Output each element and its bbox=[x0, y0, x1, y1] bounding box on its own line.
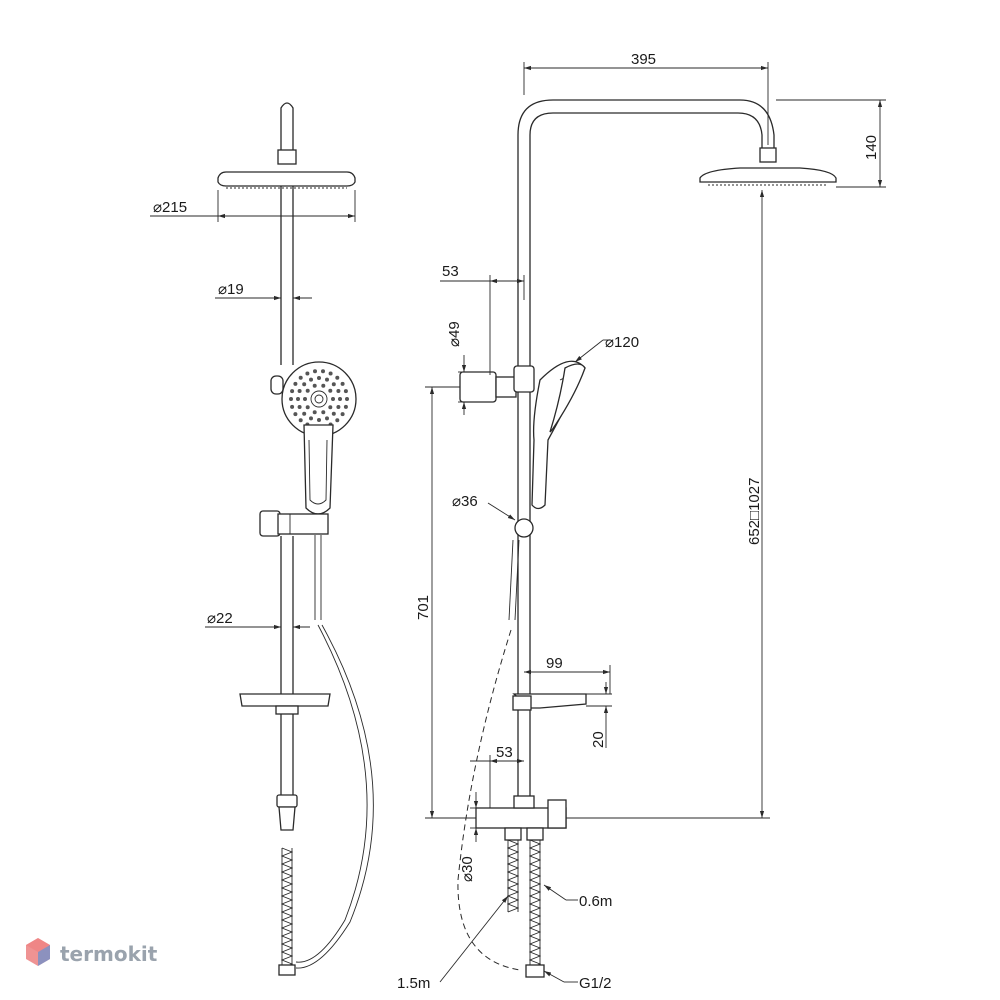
nozzle-hole bbox=[335, 418, 340, 423]
nozzle-hole bbox=[290, 404, 295, 409]
dim-mount-offset-lower: 53 bbox=[496, 744, 513, 761]
nozzle-hole bbox=[331, 382, 336, 387]
nozzle-hole bbox=[331, 397, 335, 401]
dim-mount-diameter: ⌀49 bbox=[446, 321, 463, 347]
nozzle-hole bbox=[290, 389, 295, 394]
dim-shelf-height: 20 bbox=[590, 731, 607, 748]
nozzle-hole bbox=[328, 405, 333, 410]
nozzle-hole bbox=[317, 376, 321, 380]
dim-head-diameter: ⌀215 bbox=[153, 199, 187, 216]
nozzle-hole bbox=[289, 397, 293, 401]
brand-name: termokit bbox=[60, 942, 158, 966]
hand-shower-side bbox=[531, 360, 586, 510]
label-hose-short: 0.6m bbox=[579, 893, 612, 910]
nozzle-hole bbox=[296, 397, 300, 401]
nozzle-hole bbox=[321, 369, 325, 374]
nozzle-hole bbox=[297, 405, 302, 409]
nozzle-hole bbox=[312, 410, 317, 415]
nozzle-hole bbox=[345, 397, 349, 401]
dim-head-height: 140 bbox=[863, 135, 880, 160]
hand-shower-front bbox=[281, 361, 357, 515]
dim-lower-height: 701 bbox=[415, 595, 432, 620]
nozzle-hole bbox=[321, 383, 326, 388]
brand-logo: termokit bbox=[26, 938, 158, 966]
dim-arm-reach: 395 bbox=[631, 51, 656, 68]
nozzle-hole bbox=[343, 389, 348, 394]
nozzle-hole bbox=[298, 375, 303, 380]
nozzle-hole bbox=[312, 383, 317, 388]
nozzle-hole bbox=[340, 381, 345, 386]
nozzle-hole bbox=[317, 418, 321, 422]
dim-height-range: 652□1027 bbox=[746, 478, 763, 545]
label-hose-long: 1.5m bbox=[397, 975, 430, 992]
nozzle-hole bbox=[313, 369, 317, 374]
nozzle-hole bbox=[297, 389, 302, 393]
side-view: 395 140 53 ⌀49 ⌀120 ⌀36 652□1027 70 bbox=[397, 51, 886, 992]
dim-shelf-width: 99 bbox=[546, 655, 563, 672]
rain-shower-head-side bbox=[699, 167, 837, 183]
soap-shelf bbox=[239, 693, 331, 707]
nozzle-hole bbox=[343, 404, 348, 409]
nozzle-hole bbox=[325, 416, 329, 421]
wall-mount-upper bbox=[459, 365, 535, 403]
hand-hose-side bbox=[457, 629, 521, 971]
supply-hoses-side bbox=[506, 839, 545, 978]
nozzle-hole bbox=[336, 405, 341, 409]
label-thread: G1/2 bbox=[579, 975, 612, 992]
nozzle-hole bbox=[305, 371, 310, 376]
slider-holder bbox=[259, 510, 329, 537]
holder-ball bbox=[514, 518, 534, 538]
dim-mount-offset-upper: 53 bbox=[442, 263, 459, 280]
nozzle-hole bbox=[336, 389, 341, 393]
dim-pipe-upper: ⌀19 bbox=[218, 281, 244, 298]
nozzle-hole bbox=[328, 388, 333, 393]
nozzle-hole bbox=[302, 382, 307, 387]
nozzle-hole bbox=[309, 377, 313, 382]
nozzle-hole bbox=[321, 410, 326, 415]
nozzle-hole bbox=[331, 411, 336, 416]
dim-holder-diameter: ⌀36 bbox=[452, 493, 478, 510]
hand-hose-front bbox=[295, 535, 374, 969]
dim-mixer-diameter: ⌀30 bbox=[459, 856, 476, 882]
soap-shelf-side bbox=[512, 693, 587, 711]
dim-hand-shower-diameter: ⌀120 bbox=[605, 334, 639, 351]
front-view: ⌀215 ⌀19 ⌀22 bbox=[150, 102, 374, 976]
nozzle-hole bbox=[325, 377, 329, 382]
nozzle-hole bbox=[338, 397, 342, 401]
nozzle-hole bbox=[335, 375, 340, 380]
nozzle-hole bbox=[309, 416, 313, 421]
nozzle-hole bbox=[293, 381, 298, 386]
nozzle-hole bbox=[328, 371, 333, 376]
nozzle-hole bbox=[298, 418, 303, 423]
nozzle-hole bbox=[340, 412, 345, 417]
nozzle-hole bbox=[293, 412, 298, 417]
mixer-valve bbox=[475, 795, 567, 841]
nozzle-hole bbox=[305, 388, 310, 393]
rain-shower-head bbox=[217, 171, 356, 187]
nozzle-hole bbox=[302, 411, 307, 416]
supply-hose-front bbox=[278, 847, 296, 976]
nozzle-hole bbox=[303, 397, 307, 401]
dim-pipe-lower: ⌀22 bbox=[207, 610, 233, 627]
nozzle-hole bbox=[305, 405, 310, 410]
